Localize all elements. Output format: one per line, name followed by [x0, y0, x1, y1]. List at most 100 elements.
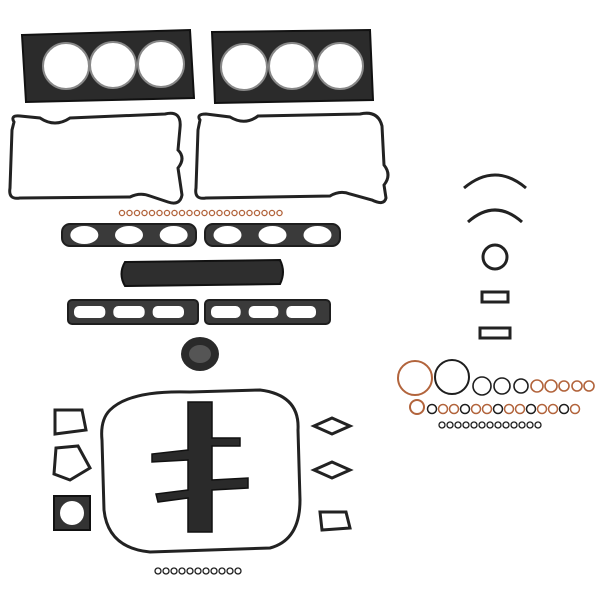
small-gasket-right-1: [310, 416, 354, 436]
small-oring: [218, 567, 226, 575]
small-oring: [194, 567, 202, 575]
oring: [514, 403, 526, 415]
small-oring: [486, 421, 494, 429]
small-oring: [268, 209, 276, 217]
exhaust-port: [211, 306, 241, 318]
oring: [571, 380, 583, 392]
head-gasket-left: [20, 28, 196, 104]
oring: [547, 403, 559, 415]
exhaust-port: [74, 306, 106, 318]
oring: [459, 403, 471, 415]
small-oring: [502, 421, 510, 429]
small-oring: [178, 567, 186, 575]
small-gasket-left-2: [52, 444, 93, 482]
small-oring: [154, 567, 162, 575]
oring-large-right: [481, 243, 509, 271]
valve-cover-gasket-left: [8, 111, 184, 205]
small-oring: [518, 421, 526, 429]
small-oring: [163, 209, 171, 217]
rear-main-seal-arc-2: [467, 208, 523, 224]
valve-cover-gasket-right: [194, 111, 390, 205]
small-gasket-port: [60, 501, 84, 525]
small-oring: [162, 567, 170, 575]
small-oring: [261, 209, 268, 217]
intake-port: [258, 226, 287, 244]
lower-intake-gasket: [100, 388, 302, 554]
exhaust-port: [286, 306, 316, 318]
small-oring: [186, 567, 194, 575]
oring: [558, 403, 570, 415]
small-oring: [462, 421, 470, 429]
exhaust-port: [152, 306, 184, 318]
oring: [426, 403, 438, 415]
small-oring: [210, 567, 218, 575]
small-oring: [470, 421, 478, 429]
intake-port: [213, 226, 242, 244]
exhaust-port: [248, 306, 279, 318]
small-gasket-right-2: [310, 460, 354, 480]
small-oring: [253, 209, 261, 217]
small-oring: [238, 209, 246, 217]
small-oring: [148, 209, 156, 217]
small-oring: [170, 567, 178, 575]
small-oring: [202, 567, 210, 575]
small-oring: [446, 421, 454, 429]
oring: [470, 403, 482, 415]
intake-port: [115, 226, 143, 244]
exhaust-port: [113, 306, 145, 318]
oring: [569, 403, 581, 415]
crankshaft-seal: [181, 337, 219, 371]
small-oring: [276, 209, 283, 217]
small-gasket-right-3: [318, 510, 352, 532]
oring: [536, 403, 548, 415]
small-oring: [246, 209, 253, 217]
head-gasket-right: [210, 28, 375, 105]
oring: [525, 403, 537, 415]
copper-washer: [409, 399, 425, 415]
small-gasket-left-1: [53, 408, 88, 436]
small-oring: [454, 421, 462, 429]
small-oring: [231, 209, 238, 217]
small-oring: [216, 209, 223, 217]
small-oring: [186, 209, 193, 217]
plenum-gasket-center: [120, 258, 284, 288]
small-oring: [438, 421, 446, 429]
small-oring: [171, 209, 178, 217]
intake-port: [70, 226, 99, 244]
intake-port: [303, 226, 332, 244]
oring: [481, 403, 493, 415]
small-oring: [178, 209, 186, 217]
oring: [448, 403, 460, 415]
small-oring: [201, 209, 208, 217]
oring: [583, 380, 595, 392]
oring: [558, 380, 570, 392]
exhaust-gaskets: [67, 299, 331, 325]
small-oring: [223, 209, 231, 217]
small-oring: [226, 567, 234, 575]
small-oring: [133, 209, 141, 217]
oring: [492, 403, 504, 415]
oring: [437, 403, 449, 415]
flange-gasket-1: [480, 290, 510, 304]
small-oring: [208, 209, 216, 217]
small-oring: [156, 209, 163, 217]
small-oring: [526, 421, 534, 429]
oring-large: [434, 359, 470, 395]
oring-assortment: [118, 209, 595, 575]
small-oring: [141, 209, 148, 217]
small-oring: [494, 421, 502, 429]
rear-main-seal-arc-1: [463, 173, 527, 190]
oring: [503, 403, 515, 415]
oring-large: [397, 360, 433, 396]
small-oring: [118, 209, 126, 217]
intake-port: [159, 226, 188, 244]
small-oring: [534, 421, 542, 429]
small-oring: [193, 209, 201, 217]
oring: [530, 379, 544, 393]
small-oring: [478, 421, 486, 429]
small-oring: [126, 209, 133, 217]
oring: [472, 376, 492, 396]
oring: [544, 379, 558, 393]
oring: [493, 377, 511, 395]
